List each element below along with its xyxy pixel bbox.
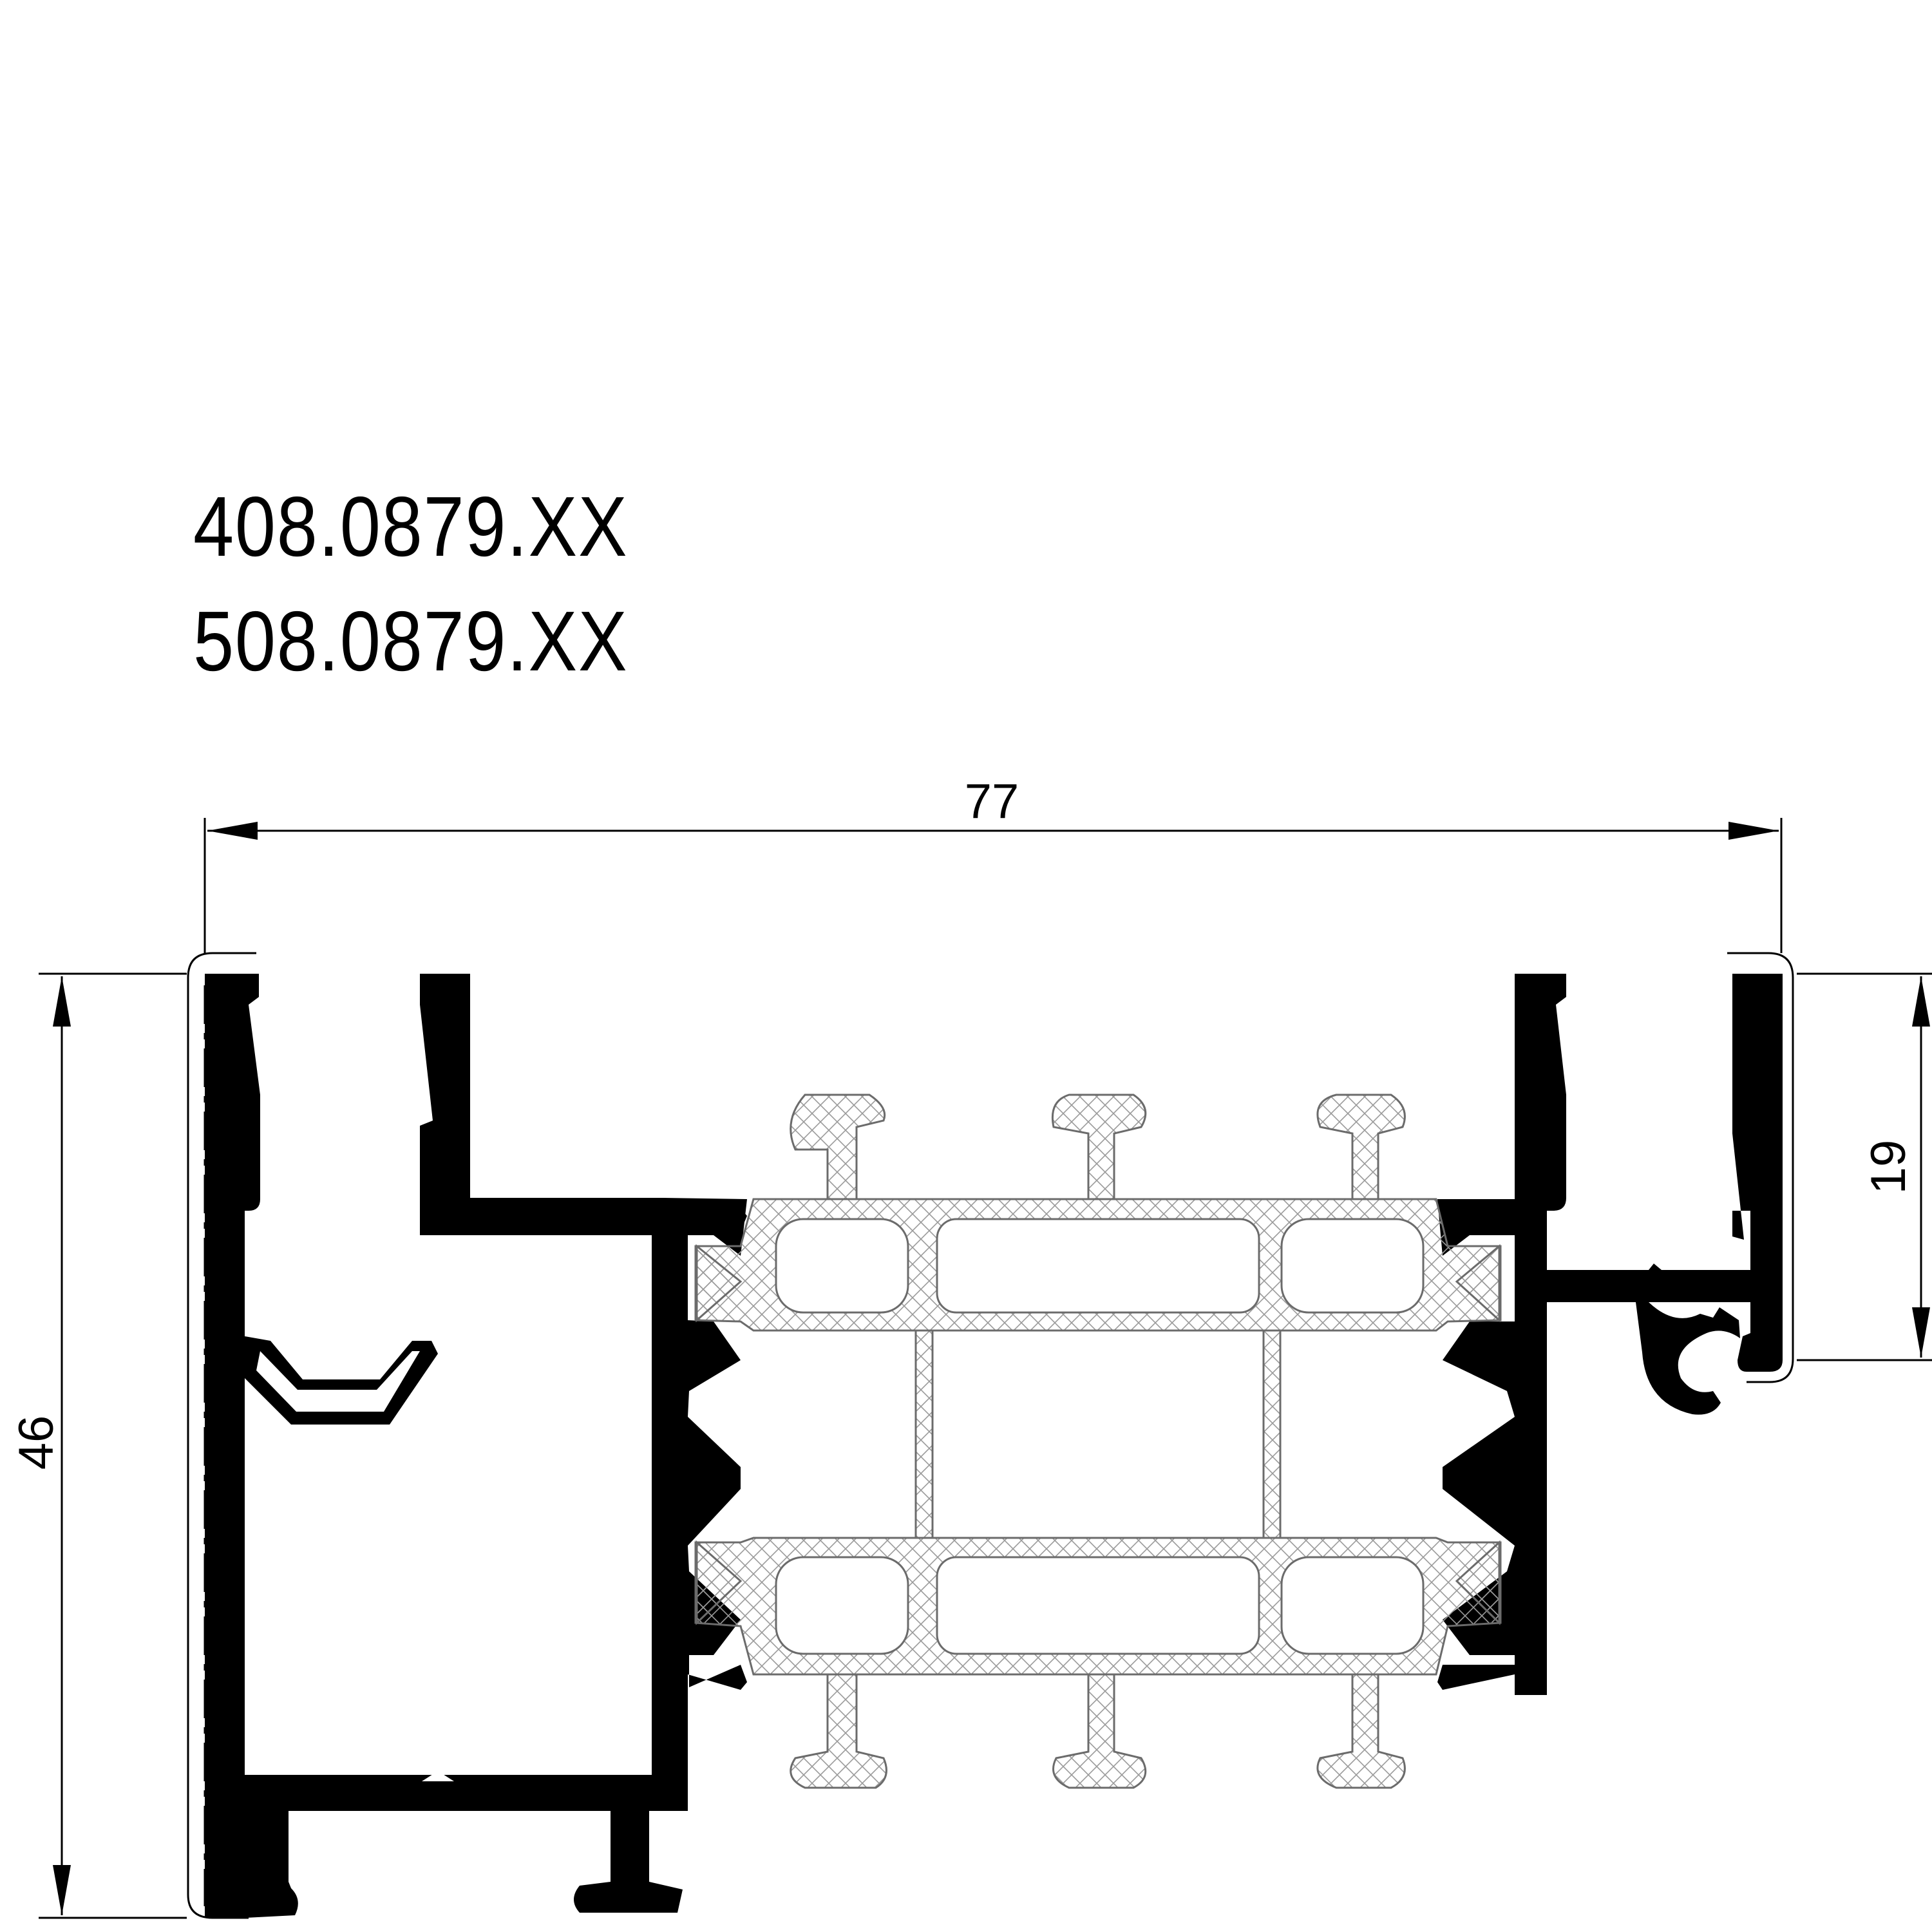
part-number-1: 408.0879.XX	[193, 479, 629, 574]
thermal-break-upper-cavities	[775, 1218, 1425, 1314]
dimension-channel-depth	[1797, 972, 1932, 1361]
dimension-channel-depth-label: 19	[1861, 1140, 1916, 1195]
dimension-width	[204, 818, 1783, 953]
part-number-2: 508.0879.XX	[193, 594, 629, 688]
dimension-width-label: 77	[965, 774, 1019, 829]
aluminium-profile-right	[1437, 974, 1783, 1695]
gutter-inner	[256, 1351, 420, 1412]
thermal-break-keys	[696, 1244, 1501, 1625]
dimension-height	[39, 972, 187, 1919]
thermal-break-lower-cavities	[775, 1556, 1425, 1655]
dimension-height-label: 46	[9, 1416, 64, 1470]
profile-cavity-left	[245, 1235, 652, 1775]
